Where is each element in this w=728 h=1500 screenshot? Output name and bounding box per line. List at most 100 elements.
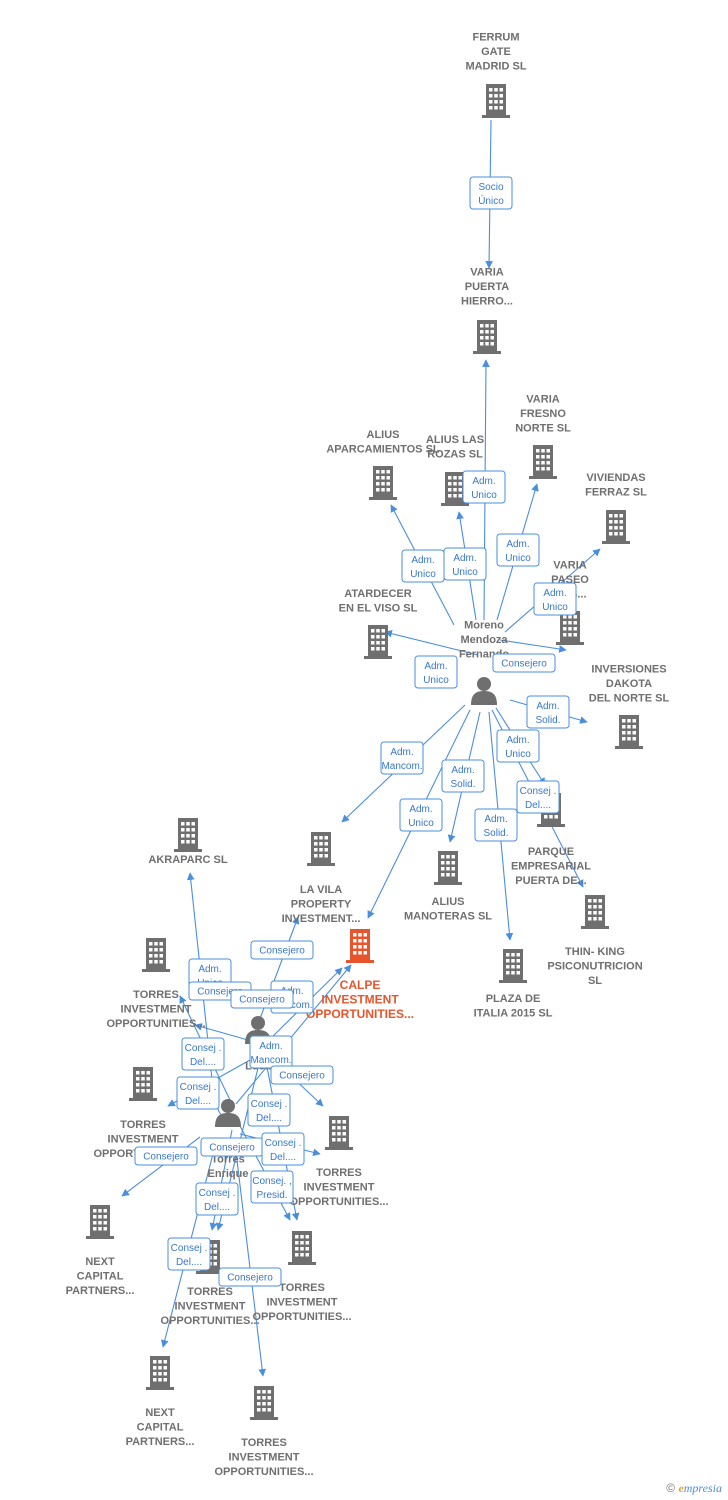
company-node-torres4[interactable]: TORRESINVESTMENTOPPORTUNITIES... [160, 1240, 260, 1327]
edge-moreno-to-varia_paseo [499, 639, 567, 653]
role-badge[interactable]: Consej .Del.... [167, 1237, 211, 1271]
brand-logo[interactable]: empresia [678, 1481, 722, 1495]
role-badge[interactable]: Adm.Unico [401, 549, 445, 583]
node-label: INVESTMENT... [282, 913, 361, 925]
company-node-akraparc[interactable]: AKRAPARC SL [148, 818, 228, 866]
company-node-torres3[interactable]: TORRESINVESTMENTOPPORTUNITIES... [289, 1116, 389, 1208]
node-label: ALIUS LAS [426, 434, 484, 446]
building-icon [288, 1231, 316, 1265]
node-label: PSICONUTRICION [547, 961, 642, 973]
role-badge-text: Adm. [484, 814, 507, 825]
role-badge-text: Solid. [450, 779, 475, 790]
role-badge[interactable]: Consejero [492, 653, 556, 673]
role-badge-text: Adm. [409, 804, 432, 815]
node-label: HIERRO... [461, 296, 513, 308]
node-label: ALIUS [367, 429, 400, 441]
building-icon [473, 320, 501, 354]
role-badge-text: Consejero [239, 995, 285, 1006]
role-badge[interactable]: Consej .Del.... [261, 1132, 305, 1166]
node-label: CALPE [340, 978, 381, 992]
role-badge[interactable]: Consejero [134, 1146, 198, 1166]
node-label: AKRAPARC SL [148, 854, 228, 866]
role-badge-text: Consej . [180, 1082, 217, 1093]
node-label: VIVIENDAS [586, 472, 645, 484]
company-node-varia_pueta[interactable]: VARIAPUERTAHIERRO... [461, 267, 513, 355]
node-label: Mendoza [460, 634, 508, 646]
role-badge-text: Unico [452, 567, 478, 578]
role-badge[interactable]: Adm.Unico [496, 729, 540, 763]
role-badge-text: Del.... [190, 1057, 216, 1068]
role-badge-text: Consej . [185, 1043, 222, 1054]
role-badge-text: Solid. [483, 828, 508, 839]
building-icon [142, 938, 170, 972]
role-badge[interactable]: Consejero [218, 1267, 282, 1287]
role-badge[interactable]: Consej .Del.... [247, 1093, 291, 1127]
company-node-lavila[interactable]: LA VILA PROPERTY INVESTMENT... [282, 832, 361, 925]
role-badge[interactable]: Consej .Del.... [176, 1076, 220, 1110]
node-label: LA VILA [300, 884, 342, 896]
copyright-icon: © [666, 1481, 676, 1495]
node-label: VARIA [470, 267, 503, 279]
role-badge-text: Adm. [451, 765, 474, 776]
role-badge[interactable]: Consej. ,Presid. [250, 1170, 294, 1204]
role-badge[interactable]: Consej .Del.... [195, 1182, 239, 1216]
role-badge[interactable]: Adm.Unico [496, 533, 540, 567]
company-node-calpe[interactable]: CALPEINVESTMENTOPPORTUNITIES... [306, 929, 414, 1021]
company-node-torres5[interactable]: TORRESINVESTMENTOPPORTUNITIES... [252, 1231, 352, 1323]
building-icon [499, 949, 527, 983]
role-badge[interactable]: Adm.Unico [462, 470, 506, 504]
company-node-torres6[interactable]: TORRESINVESTMENTOPPORTUNITIES... [214, 1386, 314, 1478]
role-badge-text: Consejero [259, 946, 305, 957]
node-label: NEXT [145, 1407, 175, 1419]
role-badge-text: Adm. [390, 747, 413, 758]
company-node-next1[interactable]: NEXTCAPITALPARTNERS... [66, 1205, 135, 1297]
role-badge[interactable]: Consejero [200, 1137, 264, 1157]
role-badge[interactable]: Consej .Del.... [516, 780, 560, 814]
role-badge[interactable]: Consejero [270, 1065, 334, 1085]
building-icon [602, 510, 630, 544]
role-badge[interactable]: Adm.Unico [443, 547, 487, 581]
role-badge[interactable]: Adm.Solid. [526, 695, 570, 729]
role-badge[interactable]: Adm. Solid. [441, 759, 485, 793]
company-node-torres1[interactable]: TORRESINVESTMENTOPPORTUNITIES... [106, 938, 206, 1030]
role-badge-text: Consej . [520, 786, 557, 797]
role-badge[interactable]: Adm.Unico [414, 655, 458, 689]
node-label: OPPORTUNITIES... [214, 1466, 313, 1478]
role-badge[interactable]: Consej . Del.... [181, 1037, 225, 1071]
role-badge[interactable]: Adm. Solid. [474, 808, 518, 842]
role-badge-text: Adm. [543, 588, 566, 599]
building-icon [129, 1067, 157, 1101]
role-badge[interactable]: Adm.Unico [533, 582, 577, 616]
node-label: PROPERTY [291, 899, 352, 911]
role-badge[interactable]: Consejero [250, 940, 314, 960]
role-badge[interactable]: Adm.Mancom. [249, 1035, 293, 1069]
role-badge[interactable]: Consejero [230, 989, 294, 1009]
node-label: GATE [481, 46, 511, 58]
role-badge-text: Consejero [279, 1071, 325, 1082]
node-label: PARTNERS... [66, 1285, 135, 1297]
node-label: EMPRESARIAL [511, 861, 591, 873]
building-icon [346, 929, 374, 963]
node-label: FERRUM [472, 32, 519, 44]
node-label: INVESTMENT [304, 1182, 375, 1194]
node-label: INVESTMENT [321, 993, 399, 1007]
edge-gallego-to-torres6 [235, 1151, 266, 1377]
role-badge[interactable]: Adm.Mancom. [380, 741, 424, 775]
role-badge[interactable]: Adm.Unico [399, 798, 443, 832]
role-badge-text: Consej . [251, 1099, 288, 1110]
company-node-next2[interactable]: NEXTCAPITALPARTNERS... [126, 1356, 195, 1448]
role-badge-text: Adm. [472, 476, 495, 487]
node-label: CAPITAL [137, 1422, 184, 1434]
